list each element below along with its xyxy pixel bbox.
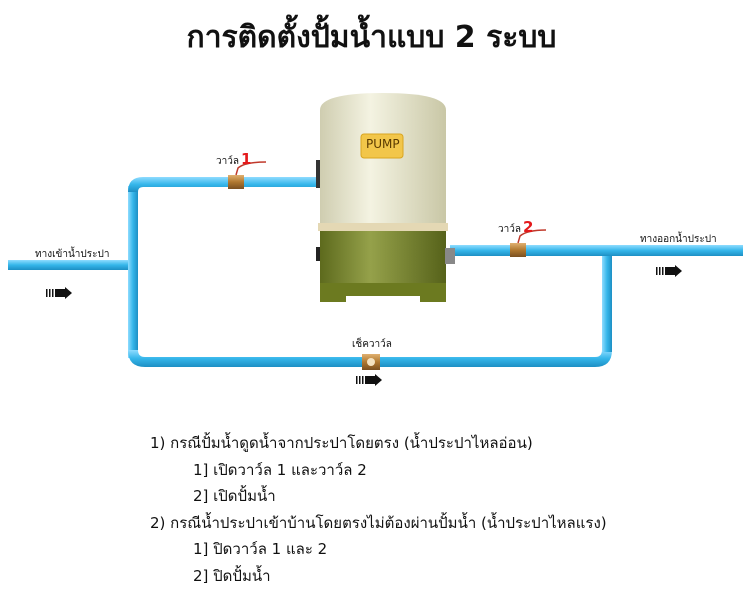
pipe-diagram (8, 93, 743, 386)
pump-fitting (316, 247, 322, 261)
pump-badge (360, 133, 404, 159)
flow-arrows (46, 265, 682, 386)
valve-1[interactable] (228, 161, 267, 189)
pump (316, 93, 455, 302)
outlet-flow-arrow-icon (656, 265, 682, 277)
valve-2-text: วาว์ล (498, 224, 521, 235)
inlet-flow-arrow-icon (46, 287, 72, 299)
right-vertical-pipe (602, 250, 612, 352)
outlet-pipe (450, 245, 743, 256)
valve-2[interactable] (510, 229, 547, 257)
inlet-pipe (8, 260, 138, 270)
valve-2-number: 2 (522, 218, 534, 236)
case-1-step-1: 1] เปิดวาว์ล 1 และวาว์ล 2 (193, 460, 367, 479)
check-valve-label: เช็ควาว์ล (352, 339, 392, 350)
case-2-heading: 2) กรณีน้ำประปาเข้าบ้านโดยตรงไม่ต้องผ่าน… (150, 513, 607, 532)
left-vertical-pipe (128, 186, 138, 358)
check-valve[interactable] (362, 354, 380, 370)
page-title: การติดตั้งปั้มน้ำแบบ 2 ระบบ (186, 20, 557, 55)
valve-1-number: 1 (240, 150, 252, 168)
pump-inlet-pipe (128, 177, 320, 192)
case-1-step-2: 2] เปิดปั้มน้ำ (193, 487, 276, 505)
case-2-step-2: 2] ปิดปั้มน้ำ (193, 566, 271, 585)
bypass-flow-arrow-icon (356, 374, 382, 386)
inlet-label: ทางเข้าน้ำประปา (35, 249, 110, 260)
case-1-heading: 1) กรณีปั้มน้ำดูดน้ำจากประปาโดยตรง (น้ำป… (150, 434, 533, 452)
case-2-step-1: 1] ปิดวาว์ล 1 และ 2 (193, 540, 328, 558)
pump-label: PUMP (366, 137, 400, 151)
outlet-label: ทางออกน้ำประปา (640, 234, 717, 245)
valve-1-text: วาว์ล (216, 156, 239, 167)
instructions: 1) กรณีปั้มน้ำดูดน้ำจากประปาโดยตรง (น้ำป… (150, 430, 607, 589)
